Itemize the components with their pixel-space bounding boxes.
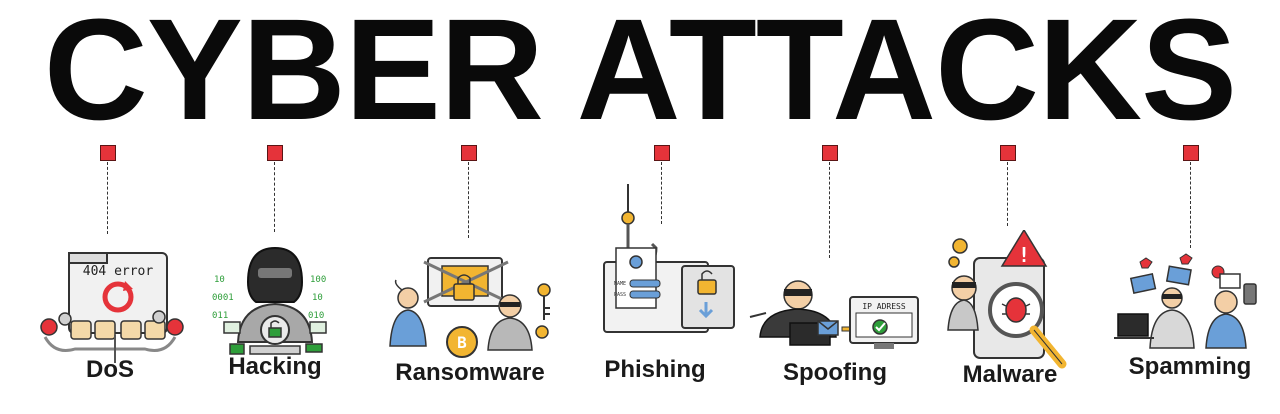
svg-text:010: 010 <box>308 311 324 321</box>
dos-label: DoS <box>86 356 134 383</box>
svg-text:10: 10 <box>312 293 323 303</box>
spamming-item: Spamming <box>1100 140 1280 414</box>
svg-text:!: ! <box>1018 243 1030 267</box>
spamming-marker <box>1183 145 1199 161</box>
hacking-item: 10 0001 011 100 10 010 Hacking <box>190 140 360 414</box>
spoofing-connector <box>829 162 830 258</box>
spoofing-screen-text: IP ADRESS <box>862 302 906 311</box>
svg-text:0001: 0001 <box>212 293 234 303</box>
malware-icon: ! <box>947 230 1067 369</box>
svg-text:100: 100 <box>310 275 326 285</box>
hacking-marker <box>267 145 283 161</box>
spoofing-marker <box>822 145 838 161</box>
ransomware-connector <box>468 162 469 238</box>
phishing-label: Phishing <box>604 356 706 383</box>
server-error-icon: 404 error <box>40 252 184 363</box>
page-title: CYBER ATTACKS <box>43 0 1237 150</box>
dos-error-text: 404 error <box>83 264 154 279</box>
svg-text:10: 10 <box>214 275 225 285</box>
malware-label: Malware <box>962 361 1058 388</box>
hacker-icon: 10 0001 011 100 10 010 <box>212 246 327 355</box>
dos-item: 404 error DoS <box>20 140 200 414</box>
spoofing-item: IP ADRESS Spoofing <box>740 140 930 414</box>
ransomware-label: Ransomware <box>395 359 545 386</box>
hacking-connector <box>274 162 275 232</box>
phishing-item: NAME PASS Phishing <box>570 140 740 414</box>
phishing-marker <box>654 145 670 161</box>
spamming-label: Spamming <box>1128 353 1252 380</box>
spamming-connector <box>1190 162 1191 248</box>
svg-text:NAME: NAME <box>614 281 626 287</box>
malware-item: ! Malware <box>930 140 1090 414</box>
svg-text:011: 011 <box>212 311 228 321</box>
dos-connector <box>107 162 108 234</box>
malware-connector <box>1007 162 1008 226</box>
spoofing-icon: IP ADRESS <box>749 280 919 349</box>
ransomware-item: B Ransomware <box>370 140 570 414</box>
ransomware-marker <box>461 145 477 161</box>
hacking-label: Hacking <box>228 353 322 380</box>
svg-text:PASS: PASS <box>614 292 626 298</box>
ransom-lock-icon: B <box>389 257 551 358</box>
malware-marker <box>1000 145 1016 161</box>
spam-mail-icon <box>1114 253 1257 349</box>
dos-marker <box>100 145 116 161</box>
phishing-hook-icon: NAME PASS <box>603 184 735 333</box>
spoofing-label: Spoofing <box>783 359 887 386</box>
phishing-connector <box>661 162 662 224</box>
svg-text:B: B <box>457 333 467 352</box>
